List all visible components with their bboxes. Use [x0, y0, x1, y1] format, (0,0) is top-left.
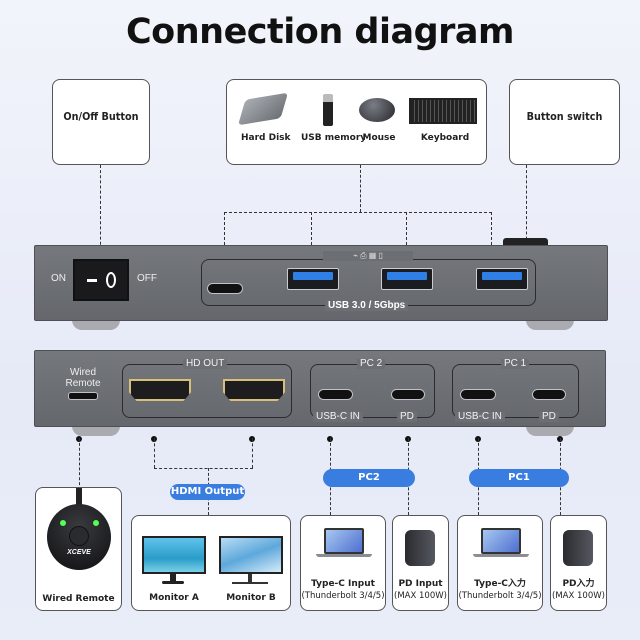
monitor-stand [170, 574, 176, 582]
switch-knob[interactable] [503, 238, 548, 246]
devices-callout: Hard Disk USB memory Mouse Keyboard [226, 79, 487, 165]
connector-line [360, 165, 361, 212]
monitor-a-image [142, 536, 206, 574]
on-mark-icon [87, 279, 97, 282]
usbc-in-label: USB-C IN [455, 412, 505, 422]
monitor-base [162, 581, 184, 584]
onoff-callout: On/Off Button [52, 79, 150, 165]
device-type-icons: ⌁ ⎙ ▦ ▯ [323, 251, 413, 261]
hdmi-port-a[interactable] [129, 379, 191, 401]
pc2-label: PC 2 [357, 359, 386, 369]
off-label: OFF [137, 273, 157, 284]
off-mark-icon [106, 272, 116, 288]
usb-a-port[interactable] [381, 268, 433, 290]
pc2-pd-port[interactable] [391, 389, 425, 400]
rubber-foot [526, 426, 574, 436]
connector-line [79, 438, 80, 490]
pd-input-jp-card: PD入力 (MAX 100W) [550, 515, 607, 611]
button-switch-callout: Button switch [509, 79, 620, 165]
on-label: ON [51, 273, 66, 284]
type-c-input-jp-card: Type-C入力 (Thunderbolt 3/4/5) [457, 515, 543, 611]
wired-remote-port-label: Wired Remote [65, 367, 101, 389]
laptop-image [324, 528, 364, 554]
type-c-input-label: Type-C Input [311, 579, 375, 589]
power-rocker-switch[interactable] [73, 259, 129, 301]
laptop-base [316, 554, 372, 557]
page-title: Connection diagram [126, 12, 515, 52]
device-label: USB memory [301, 133, 367, 143]
monitors-card: Monitor A Monitor B [131, 515, 291, 611]
wired-remote-label: Wired Remote [42, 594, 115, 604]
monitor-b-label: Monitor B [226, 593, 276, 603]
type-c-input-jp-label: Type-C入力 [474, 579, 526, 589]
led-icon [93, 520, 99, 526]
connector-line [526, 165, 527, 255]
connector-line [100, 165, 101, 255]
pc2-pill: PC2 [323, 469, 415, 487]
button-switch-label: Button switch [526, 110, 603, 123]
type-c-input-jp-sub: (Thunderbolt 3/4/5) [458, 591, 542, 601]
usbc-in-label: USB-C IN [313, 412, 363, 422]
usb-stick-icon [323, 94, 333, 126]
led-icon [60, 520, 66, 526]
connector-line [406, 212, 407, 255]
type-c-input-card: Type-C Input (Thunderbolt 3/4/5) [300, 515, 386, 611]
pd-input-label: PD Input [398, 579, 443, 589]
onoff-label: On/Off Button [63, 110, 139, 123]
pd-input-card: PD Input (MAX 100W) [392, 515, 449, 611]
device-label: Mouse [362, 133, 396, 143]
connector-line [224, 212, 492, 213]
pd-input-jp-sub: (MAX 100W) [552, 591, 605, 601]
hd-out-label: HD OUT [183, 359, 228, 369]
usb-a-port[interactable] [476, 268, 528, 290]
micro-usb-port[interactable] [68, 392, 98, 400]
hard-disk-icon [237, 92, 289, 126]
rubber-foot [72, 320, 120, 330]
monitor-a-label: Monitor A [149, 593, 199, 603]
connector-line [154, 468, 253, 469]
device-label: Hard Disk [241, 133, 291, 143]
pc1-label: PC 1 [501, 359, 530, 369]
connector-line [224, 212, 225, 255]
pd-label: PD [397, 412, 417, 422]
connector-line [154, 438, 155, 468]
monitor-b-image [219, 536, 283, 574]
monitor-base [232, 582, 268, 584]
wired-remote-card: XCEVE Wired Remote [35, 487, 122, 611]
remote-cable [76, 488, 82, 508]
laptop-image [481, 528, 521, 554]
usb-c-port[interactable] [207, 283, 243, 294]
remote-button [69, 526, 89, 546]
wired-remote-image: XCEVE [47, 504, 111, 570]
pc1-usbc-in-port[interactable] [460, 389, 496, 400]
laptop-base [473, 554, 529, 557]
monitor-stand [248, 574, 252, 583]
connector-line [491, 212, 492, 255]
type-c-input-sub: (Thunderbolt 3/4/5) [301, 591, 385, 601]
charger-image [563, 530, 593, 566]
usb-a-port[interactable] [287, 268, 339, 290]
pd-label: PD [539, 412, 559, 422]
rubber-foot [526, 320, 574, 330]
pd-input-jp-label: PD入力 [562, 579, 595, 589]
pd-input-sub: (MAX 100W) [394, 591, 447, 601]
remote-logo: XCEVE [67, 549, 91, 556]
hdmi-output-pill: HDMI Output [170, 484, 245, 500]
mouse-icon [359, 98, 395, 122]
usb-speed-label: USB 3.0 / 5Gbps [325, 301, 409, 311]
hdmi-port-b[interactable] [223, 379, 285, 401]
connector-line [311, 212, 312, 255]
front-panel: ON OFF ⌁ ⎙ ▦ ▯ USB 3.0 / 5Gbps [34, 245, 608, 321]
device-label: Keyboard [420, 133, 470, 143]
connector-line [252, 438, 253, 468]
rubber-foot [72, 426, 120, 436]
back-panel: Wired Remote HD OUT PC 2 USB-C IN PD PC … [34, 350, 606, 427]
charger-image [405, 530, 435, 566]
pc2-usbc-in-port[interactable] [318, 389, 353, 400]
pc1-pill: PC1 [469, 469, 569, 487]
keyboard-icon [409, 98, 477, 124]
pc1-pd-port[interactable] [532, 389, 566, 400]
